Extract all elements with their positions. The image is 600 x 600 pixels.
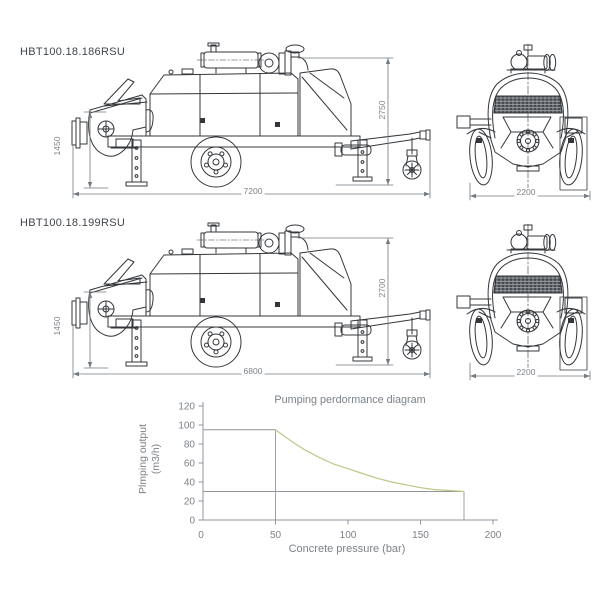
model-2-front-height-dim: 1450 <box>51 314 62 338</box>
model-2-overall-length-dim: 6800 <box>241 365 265 376</box>
chart-axes <box>202 402 498 521</box>
chart-title: Pumping perdormance diagram <box>274 394 426 406</box>
x-tick-label: 150 <box>412 530 429 541</box>
y-tick-label: 80 <box>184 440 196 451</box>
model-1-label: HBT100.18.186RSU <box>20 46 126 58</box>
model-1-side-view-drawing <box>48 42 436 202</box>
y-tick-label: 20 <box>184 497 196 508</box>
model-1-overall-height-dim: 2750 <box>376 98 387 122</box>
model-1-rear-view-drawing <box>455 42 595 202</box>
chart-x-axis-label: Concrete pressure (bar) <box>288 543 406 555</box>
model-1-front-height-dim: 1450 <box>51 134 62 158</box>
x-tick-label: 200 <box>485 530 502 541</box>
x-tick-label: 0 <box>198 530 204 541</box>
y-tick-label: 100 <box>178 421 195 432</box>
pumping-performance-chart: 0 20 40 60 80 100 120 0 50 100 150 200 <box>178 402 502 542</box>
pumping-output-curve <box>275 429 465 493</box>
model-2-label: HBT100.18.199RSU <box>20 217 126 229</box>
model-1-overall-length-dim: 7200 <box>241 185 265 196</box>
y-tick-label: 40 <box>184 478 196 489</box>
y-tick-label: 120 <box>178 402 195 413</box>
y-tick-label: 0 <box>189 516 195 527</box>
model-2-overall-height-dim: 2700 <box>376 276 387 300</box>
model-2-side-view-drawing <box>48 222 436 382</box>
model-2-rear-width-dim: 2200 <box>514 366 538 377</box>
model-2-rear-view-drawing <box>455 222 595 382</box>
model-1-rear-width-dim: 2200 <box>514 186 538 197</box>
y-tick-label: 60 <box>184 459 196 470</box>
x-tick-label: 50 <box>270 530 282 541</box>
x-tick-label: 100 <box>340 530 357 541</box>
